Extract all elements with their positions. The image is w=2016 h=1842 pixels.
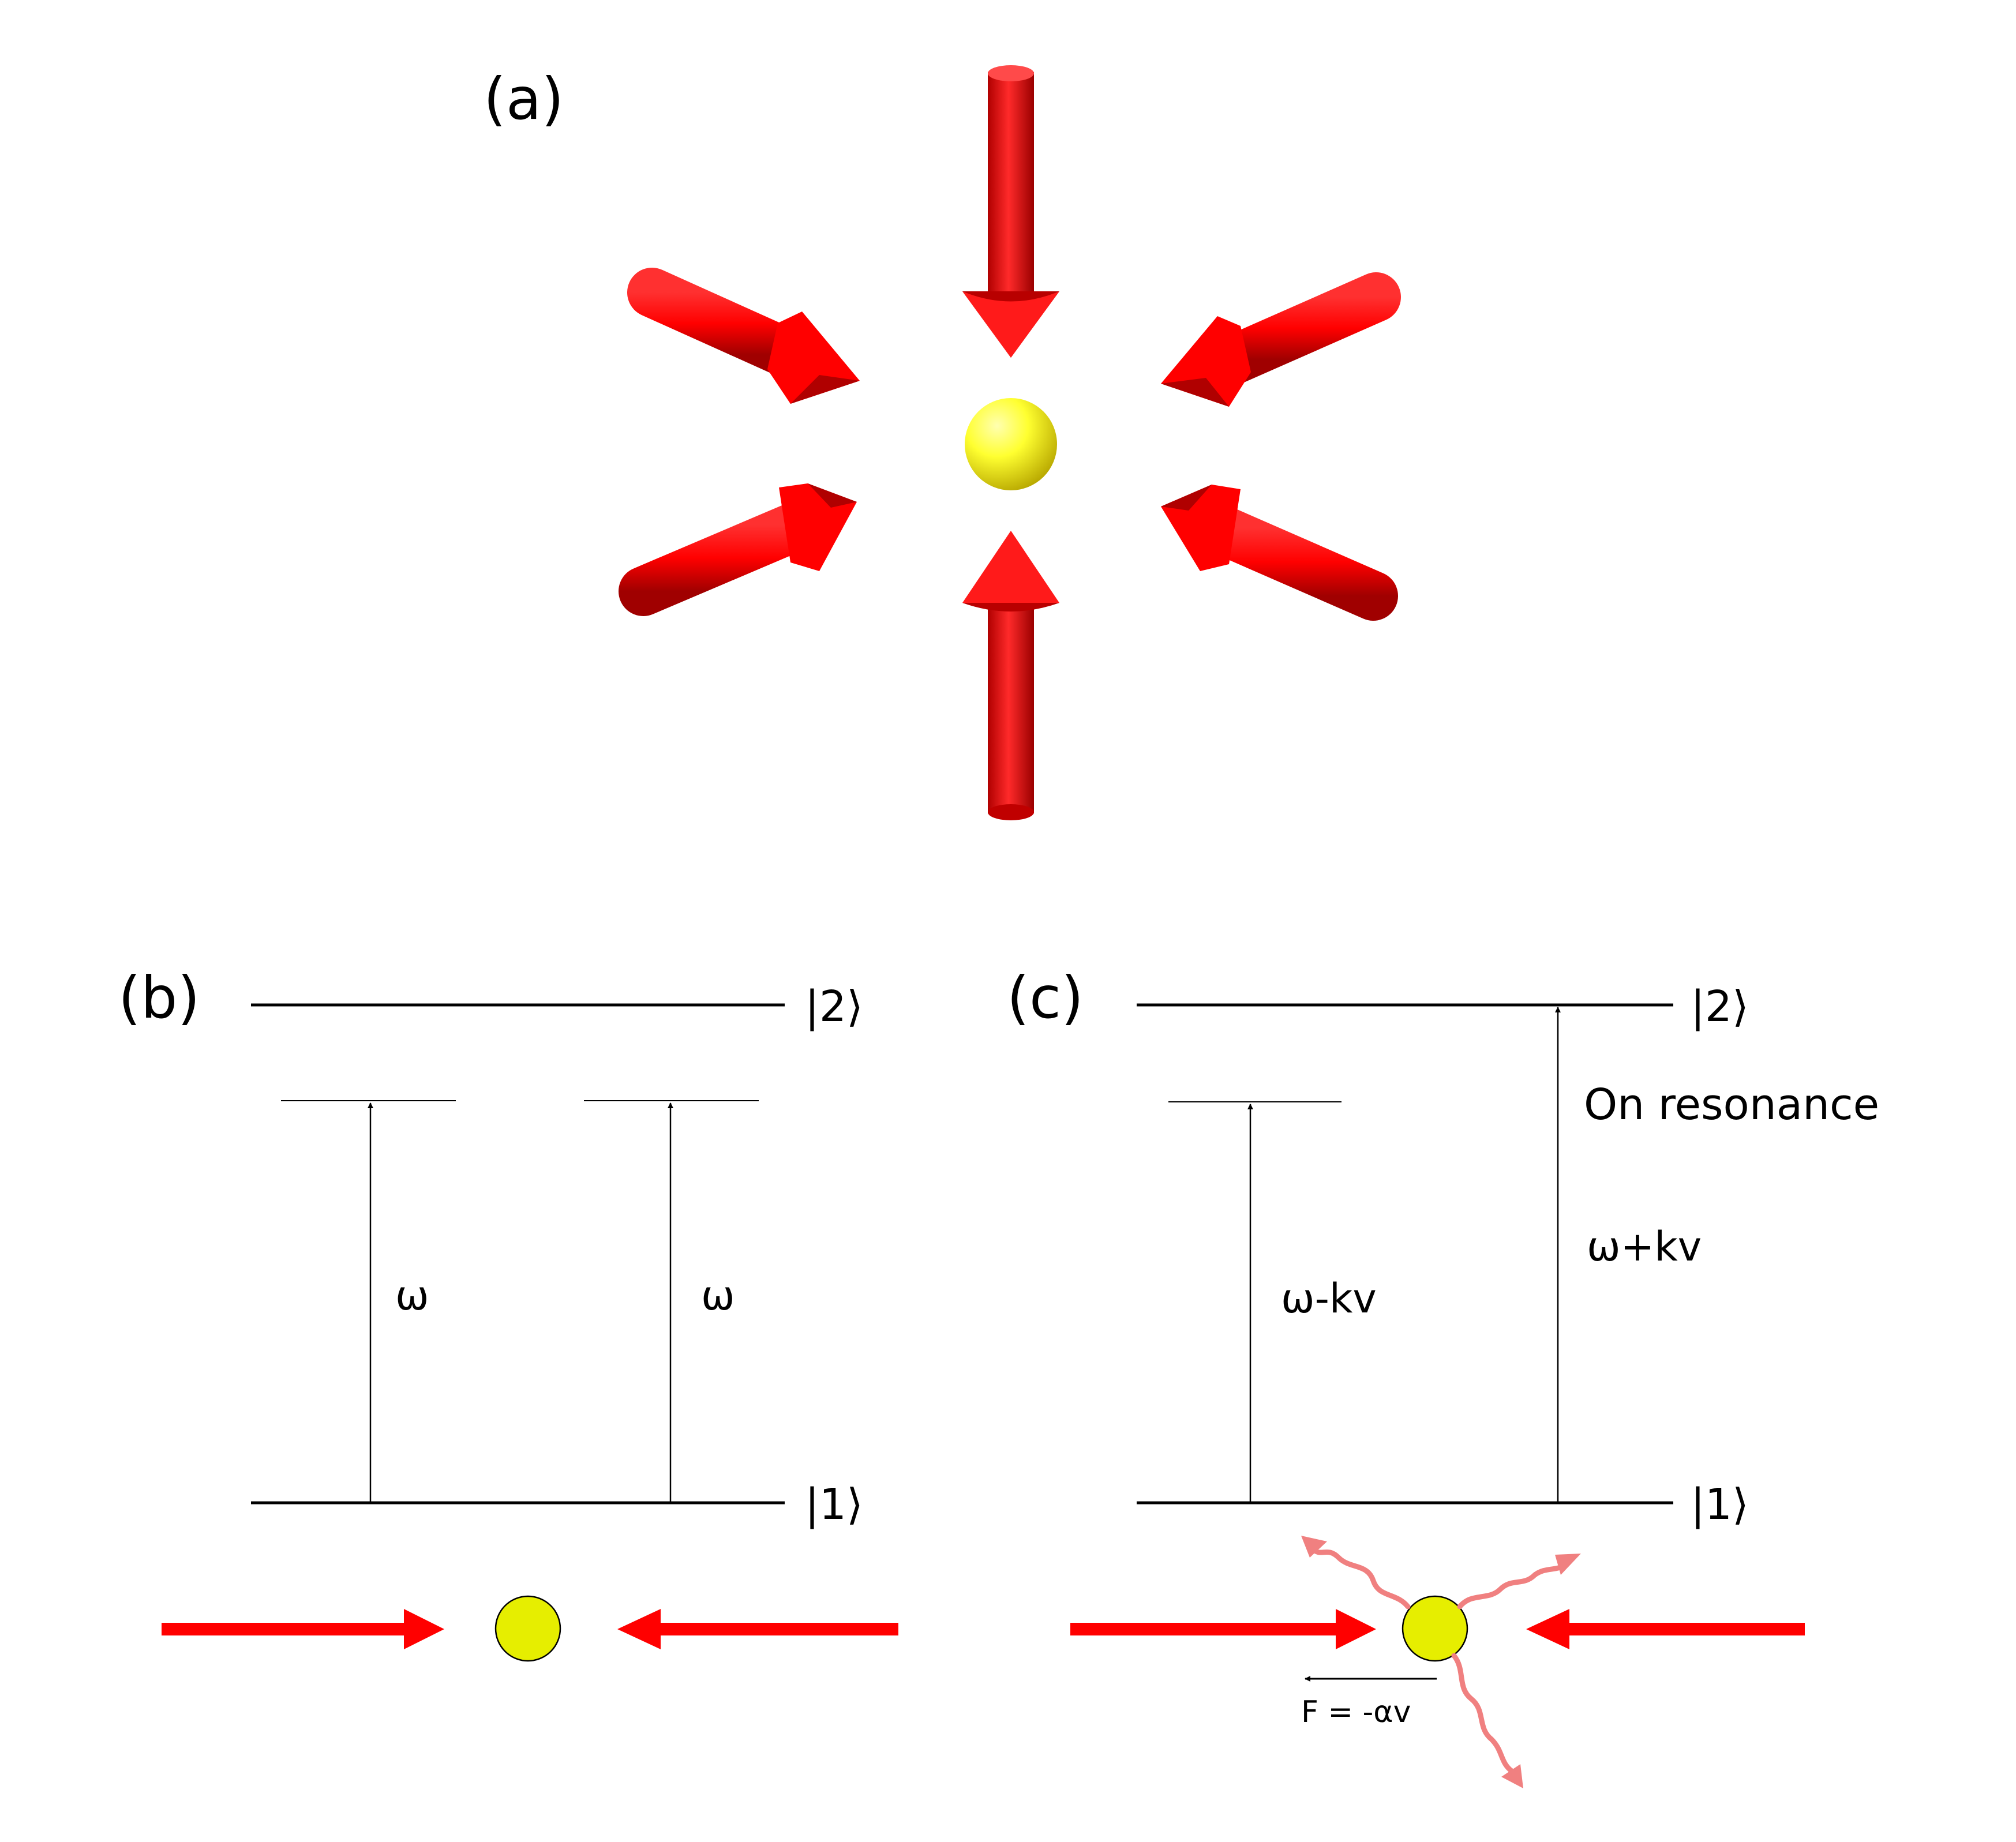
photon-upper-right bbox=[1457, 1560, 1569, 1610]
photon-head-lower-right bbox=[1501, 1764, 1523, 1788]
photon-head-upper-right bbox=[1555, 1554, 1581, 1575]
level-1-label-c: |1⟩ bbox=[1691, 1480, 1749, 1529]
photon-lower-right bbox=[1451, 1653, 1515, 1774]
beam-right-c bbox=[1526, 1609, 1805, 1649]
beam-left-c bbox=[1070, 1609, 1376, 1649]
panel-b-label: (b) bbox=[118, 964, 200, 1031]
panel-b: (b) |2⟩ |1⟩ ω ω bbox=[118, 964, 898, 1662]
atom-b bbox=[494, 1595, 561, 1662]
level-2-label-c: |2⟩ bbox=[1691, 982, 1749, 1031]
level-2-label-b: |2⟩ bbox=[805, 982, 863, 1031]
panel-c: (c) |2⟩ |1⟩ ω-kv ω+kv On resonance bbox=[1007, 964, 1879, 1788]
beam-bottom bbox=[962, 531, 1059, 820]
beam-right-b bbox=[617, 1609, 898, 1649]
photon-upper-left bbox=[1310, 1546, 1411, 1610]
resonance-note: On resonance bbox=[1584, 1080, 1879, 1130]
force-label: F = -αv bbox=[1301, 1695, 1411, 1730]
beam-left-b bbox=[162, 1609, 444, 1649]
panel-c-label: (c) bbox=[1007, 964, 1084, 1031]
atom-c bbox=[1402, 1595, 1468, 1662]
beam-upper-left bbox=[627, 268, 860, 404]
beam-lower-left bbox=[619, 483, 857, 616]
beam-lower-right bbox=[1161, 485, 1398, 621]
beam-top bbox=[962, 65, 1059, 358]
transition-label-right-c: ω+kv bbox=[1587, 1223, 1702, 1270]
photon-head-upper-left bbox=[1301, 1536, 1327, 1558]
atom-3d bbox=[965, 398, 1057, 490]
transition-label-right-b: ω bbox=[701, 1272, 735, 1319]
beam-upper-right bbox=[1161, 272, 1401, 407]
level-1-label-b: |1⟩ bbox=[805, 1480, 863, 1529]
panel-a: (a) bbox=[484, 65, 1401, 820]
panel-a-label: (a) bbox=[484, 65, 564, 133]
scattered-photons bbox=[1310, 1546, 1569, 1774]
transition-label-left-b: ω bbox=[395, 1272, 429, 1319]
transition-label-left-c: ω-kv bbox=[1281, 1275, 1377, 1322]
